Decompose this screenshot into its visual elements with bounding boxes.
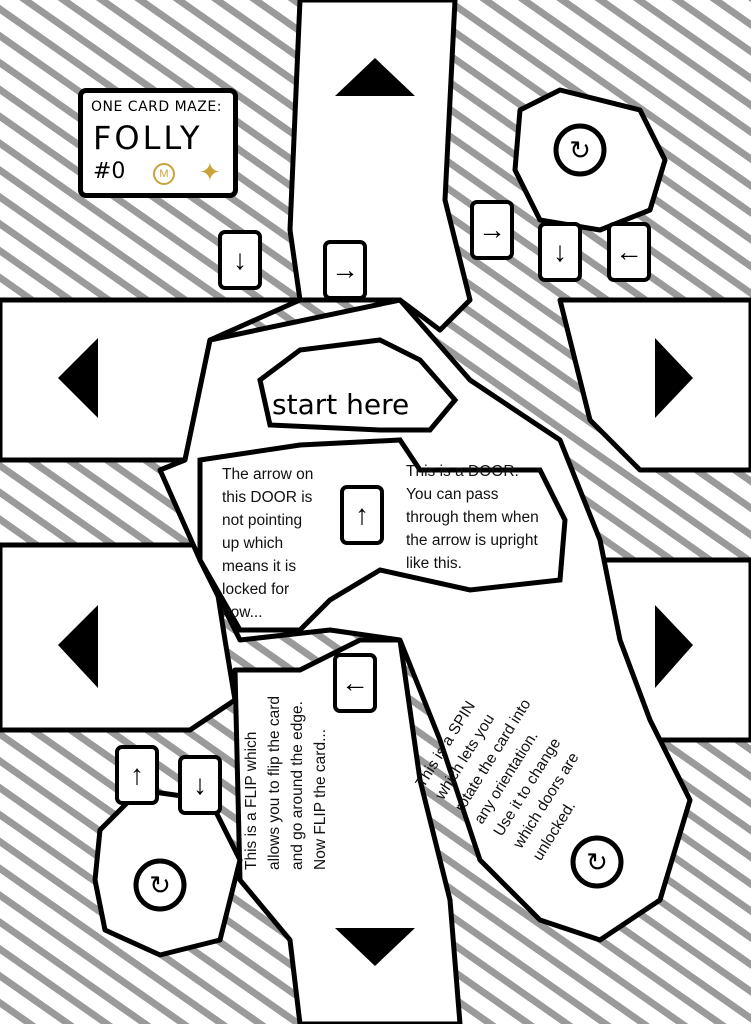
door[interactable]: ↓: [218, 230, 262, 290]
spin-icon-top[interactable]: [553, 123, 607, 177]
path-spin-room-bottom: [92, 787, 243, 958]
flip-arrow-bottom[interactable]: [335, 928, 415, 966]
gold-coin-icon: M: [153, 163, 175, 185]
spin-icon-middle[interactable]: [570, 835, 624, 889]
door[interactable]: ↑: [115, 745, 159, 805]
spin-icon-bottom[interactable]: [133, 858, 187, 912]
door[interactable]: →: [323, 240, 367, 300]
door[interactable]: ←: [333, 653, 377, 713]
flip-arrow-top[interactable]: [335, 58, 415, 96]
door[interactable]: ←: [607, 222, 651, 282]
path-spin-room-top: [512, 87, 668, 233]
flip-arrow-left-upper[interactable]: [58, 338, 98, 418]
note-flip: This is a FLIP which allows you to flip …: [243, 695, 329, 870]
path-left-low-band: [0, 542, 238, 733]
card-number: #0: [93, 159, 126, 184]
door[interactable]: ↑: [340, 485, 384, 545]
start-room: [257, 337, 459, 433]
door[interactable]: →: [470, 200, 514, 260]
door[interactable]: ↓: [538, 222, 582, 282]
path-top-corridor: [287, 0, 473, 333]
spin-glyph: ↻: [586, 848, 608, 878]
flip-arrow-right-upper[interactable]: [655, 338, 693, 418]
game-title: FOLLY: [93, 119, 203, 157]
flip-arrow-left-lower[interactable]: [58, 605, 98, 688]
note-door: This is a DOOR. You can pass through the…: [406, 463, 539, 572]
note-locked-door: The arrow on this DOOR is not pointing u…: [222, 466, 314, 621]
flip-arrow-right-lower[interactable]: [655, 605, 693, 688]
start-label: start here: [272, 388, 410, 421]
spin-glyph: ↻: [569, 136, 591, 166]
door[interactable]: ↓: [178, 755, 222, 815]
spin-glyph: ↻: [149, 871, 171, 901]
game-subtitle: ONE CARD MAZE:: [91, 99, 222, 115]
gold-star-icon: ✦: [199, 157, 221, 187]
title-card: ONE CARD MAZE: FOLLY #0 M ✦: [78, 88, 238, 198]
